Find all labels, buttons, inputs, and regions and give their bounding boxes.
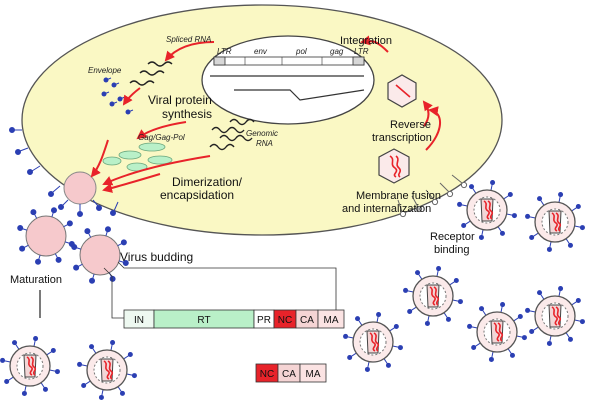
polyprotein-segment-label: CA (300, 315, 314, 326)
envelope-spike-head (30, 209, 37, 216)
envelope-spike-head (19, 245, 26, 252)
polyprotein-segment (299, 363, 327, 383)
envelope-spike-head (89, 277, 96, 284)
label-reverse-2: transcription (372, 132, 432, 144)
mature-virions (0, 336, 137, 400)
label-spliced-rna: Spliced RNA (166, 35, 211, 44)
lifecycle-arrows (90, 35, 441, 193)
label-dimerization-2: encapsidation (160, 188, 234, 202)
budding-virion (58, 171, 102, 217)
envelope-spike-head (66, 220, 73, 227)
envelope-spike-head (17, 225, 24, 232)
label-receptor-2: binding (434, 244, 469, 256)
mature-virion (457, 180, 517, 240)
mature-virion (525, 192, 585, 252)
label-viral-protein-1: Viral protein (148, 93, 212, 107)
label-membrane-1: Membrane fusion (356, 190, 441, 202)
genome-env: env (254, 47, 268, 56)
polyprotein-segment-label: MA (324, 315, 339, 326)
label-dimerization-1: Dimerization/ (172, 175, 243, 189)
polyprotein-segment-label: NC (260, 369, 274, 380)
spliced-rna (129, 61, 173, 86)
envelope-spike-head (122, 259, 129, 266)
envelope-spike-head (84, 228, 91, 235)
proviral-genome: LTR env pol gag LTR (210, 47, 369, 101)
label-maturation: Maturation (10, 274, 62, 286)
immature-spikes (17, 207, 129, 284)
capsid-reverse-transcription (387, 74, 417, 108)
label-envelope: Envelope (88, 66, 122, 75)
membrane-envelope-proteins (9, 127, 119, 216)
mature-virion (343, 312, 403, 372)
envelope-spike-head (104, 226, 111, 233)
mature-virion (525, 286, 585, 346)
polyprotein-segment-label: PR (257, 315, 271, 326)
envelope-spike-head (50, 207, 57, 214)
envelope-spike-head (55, 256, 62, 263)
genome-pol: pol (295, 47, 307, 56)
polyprotein-segment-label: CA (282, 369, 296, 380)
mature-virion (467, 302, 527, 362)
cell-receptors (397, 174, 468, 218)
label-genomic-1: Genomic (246, 129, 278, 138)
immature-particles (25, 215, 121, 276)
incoming-virions (343, 180, 585, 372)
envelope-spike-head (71, 244, 78, 251)
polyprotein-segment-label: MA (306, 369, 321, 380)
label-virus-budding: Virus budding (120, 250, 193, 264)
label-receptor-1: Receptor (430, 231, 475, 243)
capsid-membrane-fusion (378, 148, 410, 184)
genomic-rna (209, 118, 255, 151)
label-integration: Integration (340, 35, 392, 47)
genome-ltr-right: LTR (354, 47, 369, 56)
mature-virion (77, 340, 137, 400)
gag-polyprotein: NC CA MA (255, 363, 327, 383)
polyprotein-segment-label: NC (278, 315, 292, 326)
label-viral-protein-2: synthesis (162, 107, 212, 121)
mature-virion (403, 266, 463, 326)
label-genomic-2: RNA (256, 139, 273, 148)
mature-virion (0, 336, 60, 396)
label-reverse-1: Reverse (390, 119, 431, 131)
label-gag-pol: Gag/Gag-Pol (138, 133, 185, 142)
envelope-spike-head (35, 258, 42, 265)
polyprotein-segment (317, 309, 345, 329)
envelope-spike-head (73, 264, 80, 271)
zoom-lines (103, 261, 337, 319)
polyprotein-segment-label: RT (197, 315, 210, 326)
envelope-spike-head (120, 239, 127, 246)
genome-gag: gag (330, 47, 344, 56)
gag-pol-polyprotein: IN RT PR NC CA MA (123, 309, 345, 329)
gag-polyproteins (102, 142, 173, 172)
envelope-spike-head (109, 275, 116, 282)
genome-ltr-left: LTR (217, 47, 232, 56)
polyprotein-segment-label: IN (134, 315, 144, 326)
label-membrane-2: and internalization (342, 203, 431, 215)
